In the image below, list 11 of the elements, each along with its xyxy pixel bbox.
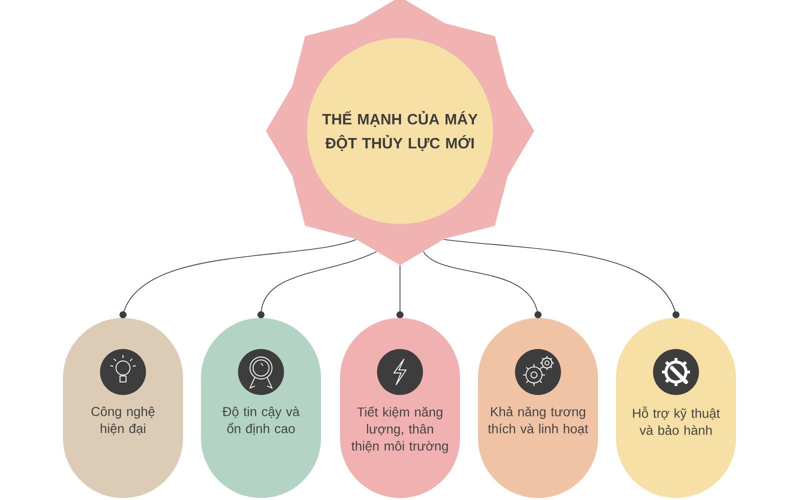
connector bbox=[443, 239, 680, 318]
connector bbox=[258, 251, 377, 318]
connector bbox=[423, 251, 542, 318]
rounded-card: Độ tin cậy và ổn định cao bbox=[201, 318, 321, 498]
rounded-card: Công nghệ hiện đại bbox=[63, 318, 183, 498]
rounded-card: Khả năng tương thích và linh hoạt bbox=[478, 318, 598, 498]
connector bbox=[120, 239, 357, 318]
rounded-card: Tiết kiệm năng lượng, thân thiện môi trường bbox=[340, 318, 460, 498]
connector bbox=[396, 265, 404, 318]
star-badge: THẾ MẠNH CỦA MÁY ĐỘT THỦY LỰC MỚI bbox=[266, 0, 534, 266]
rounded-card: Hỗ trợ kỹ thuật và bảo hành bbox=[616, 318, 736, 498]
